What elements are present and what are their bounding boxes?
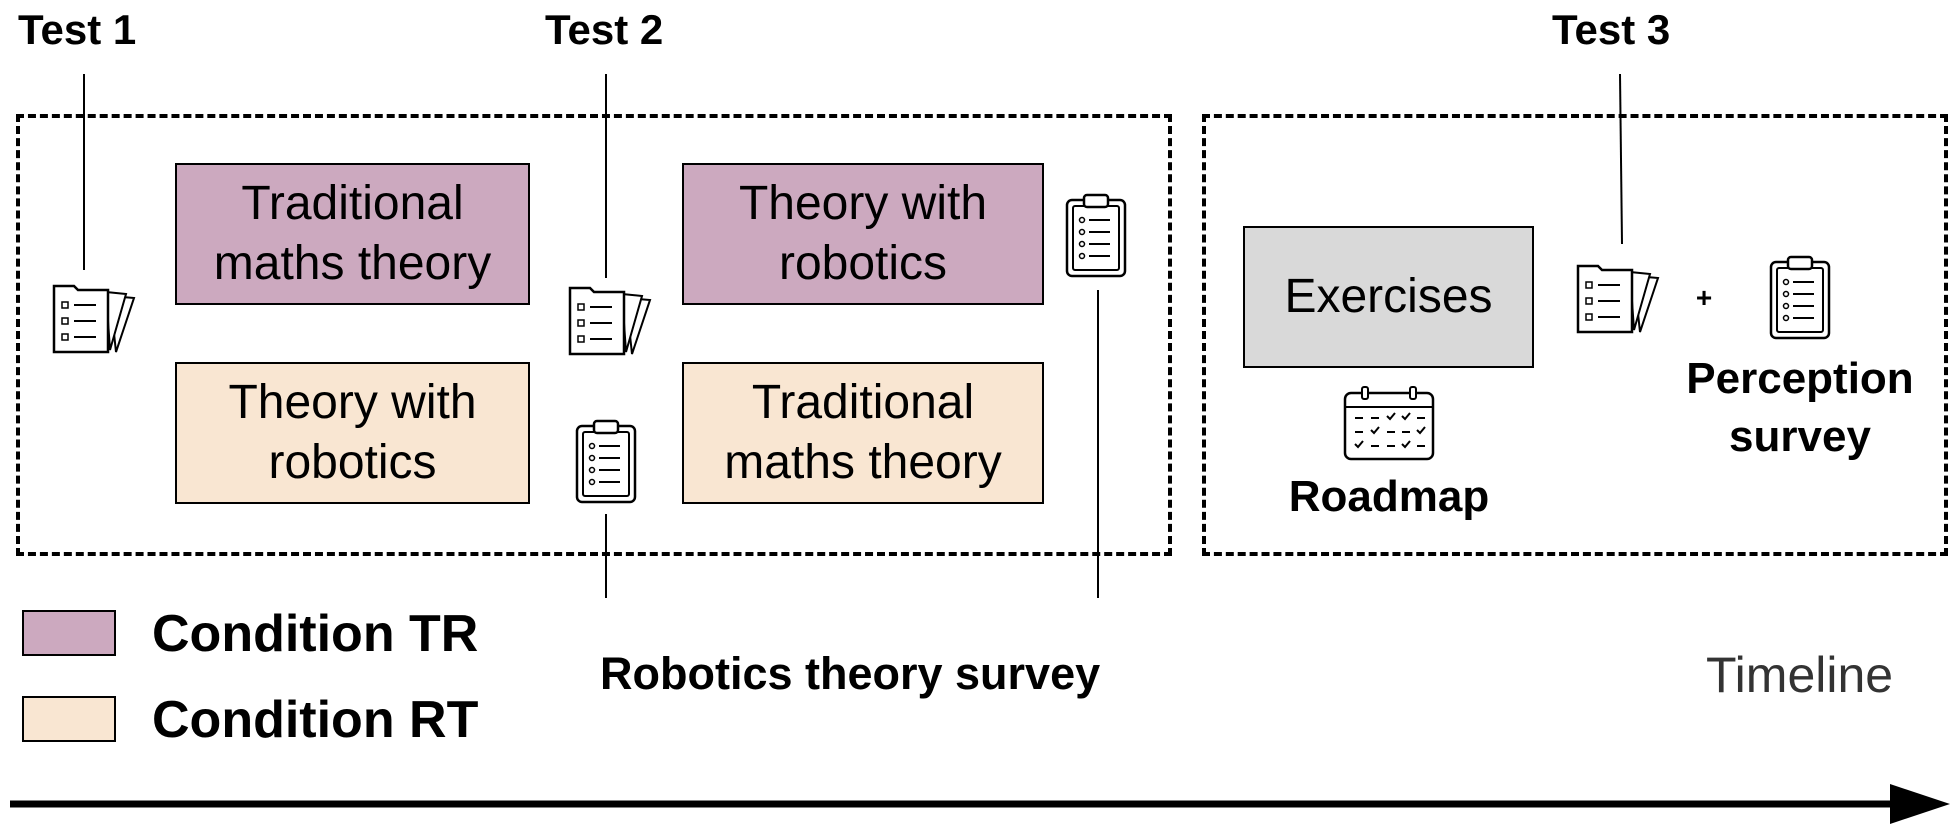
phase-1-container (16, 114, 1172, 556)
test-2-label: Test 2 (545, 6, 664, 53)
calendar-icon (1343, 386, 1435, 461)
condition-rt-traditional-box: Traditional maths theory (682, 362, 1044, 504)
legend-label-rt: Condition RT (152, 691, 479, 749)
perception-survey-label: Perception survey (1686, 354, 1914, 461)
condition-rt-robotics-box: Theory with robotics (175, 362, 530, 504)
legend-swatch-tr (22, 610, 116, 656)
test-papers-icon (568, 286, 652, 356)
condition-tr-traditional-box: Traditional maths theory (175, 163, 530, 305)
clipboard-survey-icon (1065, 193, 1127, 278)
phase-2-container (1202, 114, 1948, 556)
test-3-label: Test 3 (1552, 6, 1671, 53)
clipboard-survey-icon (575, 419, 637, 504)
robotics-theory-survey-label: Robotics theory survey (600, 648, 1101, 699)
test-papers-icon (52, 284, 136, 354)
condition-tr-robotics-box: Theory with robotics (682, 163, 1044, 305)
exercises-box: Exercises (1243, 226, 1534, 368)
timeline-arrow-head (1890, 784, 1950, 824)
test-papers-icon (1576, 264, 1660, 334)
legend-label-tr: Condition TR (152, 605, 479, 663)
plus-sign: + (1695, 282, 1713, 313)
clipboard-survey-icon (1769, 255, 1831, 340)
legend-swatch-rt (22, 696, 116, 742)
roadmap-label: Roadmap (1288, 472, 1490, 521)
timeline-label: Timeline (1706, 647, 1894, 703)
test-1-label: Test 1 (18, 6, 137, 53)
